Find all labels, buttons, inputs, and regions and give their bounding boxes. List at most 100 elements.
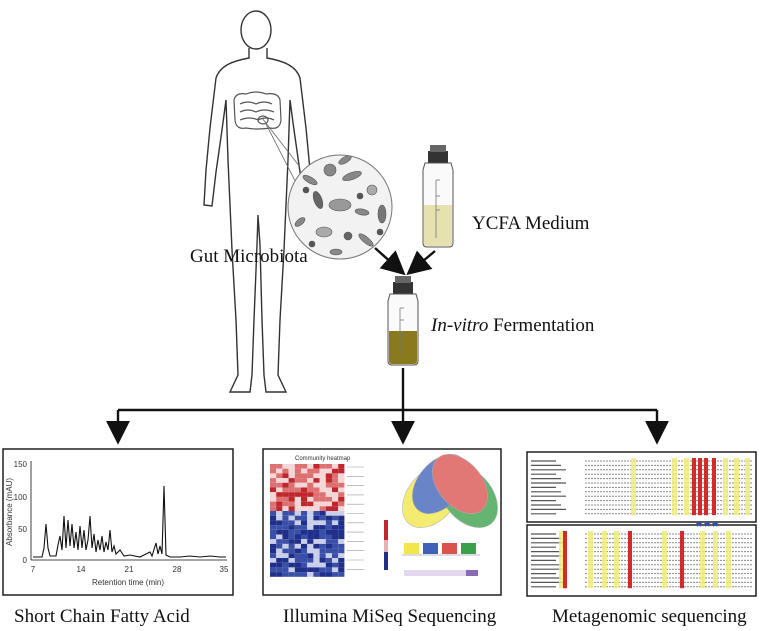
ycfa-medium-label: YCFA Medium [472,213,590,234]
heatmap-cell [319,520,326,526]
heatmap-cell [319,473,326,479]
heatmap-cell [282,464,289,469]
alignment-panel-top [526,451,757,523]
heatmap-cell [294,515,301,521]
heatmap-cell [276,482,283,488]
heatmap-cell [338,506,345,511]
heatmap-cell [332,567,339,573]
alignment-identical-column [692,458,696,516]
heatmap-cell [294,511,301,516]
alignment-conserved-column [723,458,728,516]
heatmap-cell [288,572,295,577]
heatmap-cell [270,572,277,577]
human-body-icon [203,10,313,393]
heatmap-cell [338,487,345,493]
heatmap-cell [270,520,277,526]
heatmap-cell [270,543,277,549]
heatmap-cell [338,572,345,577]
heatmap-cell [319,534,326,540]
fermentation-label: In-vitro Fermentation [431,315,594,337]
chrom-xtick: 14 [77,565,86,574]
heatmap-cell [313,482,320,488]
heatmap-cell [319,562,326,568]
heatmap-cell [282,506,289,511]
heatmap-cell [270,534,277,540]
heatmap-cell [307,487,314,493]
heatmap-cell [294,539,301,544]
heatmap-cell [332,487,339,493]
heatmap-cell [319,567,326,573]
heatmap-cell [332,572,339,577]
heatmap-cell [270,567,277,573]
alignment-identical-column [628,531,632,589]
heatmap-cell [301,529,308,535]
heatmap-cell [276,529,283,535]
venn-bar [461,543,476,554]
heatmap-cell [282,539,289,544]
chrom-xtick: 35 [220,565,229,574]
alignment-conserved-column [700,531,705,589]
heatmap-cell [288,496,295,502]
heatmap-cell [282,473,289,479]
heatmap-cell [332,492,339,497]
heatmap-cell [307,520,314,526]
heatmap-cell [338,478,345,483]
alignment-conserved-column [745,458,750,516]
heatmap-cell [313,562,320,568]
heatmap-cell [294,487,301,493]
chromatogram-trace [33,485,226,558]
heatmap-cell [319,492,326,497]
heatmap-cell [319,539,326,544]
heatmap-cell [288,543,295,549]
heatmap-cell [276,520,283,526]
heatmap-cell [282,558,289,563]
heatmap-cell [313,464,320,469]
heatmap-cell [332,468,339,474]
heatmap-cell [294,506,301,511]
heatmap-cell [294,529,301,535]
heatmap-cell [276,543,283,549]
heatmap-cell [288,553,295,558]
alignment-identical-column [698,458,702,516]
miseq-label: Illumina MiSeq Sequencing [283,606,497,627]
heatmap-cell [301,478,308,483]
heatmap-cell [338,464,345,469]
heatmap-cell [325,553,332,558]
heatmap-cell [319,525,326,530]
heatmap-cell [307,562,314,568]
heatmap-cell [338,473,345,479]
heatmap-cell [313,539,320,544]
heatmap-cell [270,487,277,493]
alignment-conserved-column [713,531,718,589]
heatmap-cell [301,562,308,568]
heatmap-cell [313,543,320,549]
heatmap-grid [270,464,364,577]
heatmap-cell [282,468,289,474]
heatmap-cell [313,548,320,554]
heatmap-cell [294,478,301,483]
heatmap-cell [319,506,326,511]
alignment-panel-bottom [526,524,757,597]
heatmap-cell [301,464,308,469]
venn-bar [442,543,457,554]
alignment-conserved-column [559,531,564,589]
heatmap-cell [338,492,345,497]
heatmap-cell [294,496,301,502]
heatmap-cell [332,553,339,558]
heatmap-cell [319,464,326,469]
heatmap-cell [332,478,339,483]
chromatogram-panel: 150 100 50 0 7 14 21 28 35 Absorbance (m… [2,448,234,596]
heatmap-cell [313,501,320,507]
heatmap-cell [313,487,320,493]
miseq-panel: Community heatmap [262,448,502,596]
heatmap-cell [313,520,320,526]
heatmap-cell [338,529,345,535]
heatmap-cell [270,478,277,483]
alignment-conserved-column [734,458,739,516]
heatmap-cell [332,473,339,479]
heatmap-cell [325,464,332,469]
heatmap-cell [325,558,332,563]
heatmap-cell [325,515,332,521]
heatmap-cell [332,543,339,549]
heatmap-cell [325,520,332,526]
